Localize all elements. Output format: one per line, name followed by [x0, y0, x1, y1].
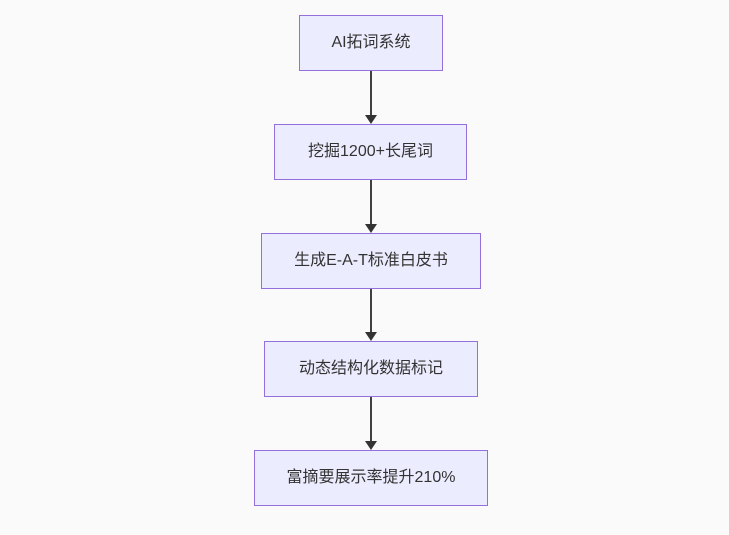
edge-connector-line	[370, 71, 372, 115]
flow-node-label: 富摘要展示率提升210%	[286, 469, 456, 487]
flow-node-structured-data-markup: 动态结构化数据标记	[264, 341, 478, 397]
flow-node-rich-snippet-result: 富摘要展示率提升210%	[254, 450, 488, 506]
flow-node-ai-keyword-system: AI拓词系统	[299, 15, 443, 71]
arrow-down-icon	[365, 332, 377, 341]
flow-node-label: AI拓词系统	[331, 34, 411, 52]
flow-node-label: 生成E-A-T标准白皮书	[294, 252, 448, 270]
flow-node-eat-whitepaper: 生成E-A-T标准白皮书	[261, 233, 481, 289]
edge-connector-line	[370, 180, 372, 224]
flow-node-longtail-mining: 挖掘1200+长尾词	[274, 124, 467, 180]
edge-connector-line	[370, 289, 372, 332]
arrow-down-icon	[365, 224, 377, 233]
arrow-down-icon	[365, 115, 377, 124]
arrow-down-icon	[365, 441, 377, 450]
flow-node-label: 动态结构化数据标记	[298, 360, 443, 378]
edge-connector-line	[370, 397, 372, 441]
flow-node-label: 挖掘1200+长尾词	[308, 143, 433, 161]
